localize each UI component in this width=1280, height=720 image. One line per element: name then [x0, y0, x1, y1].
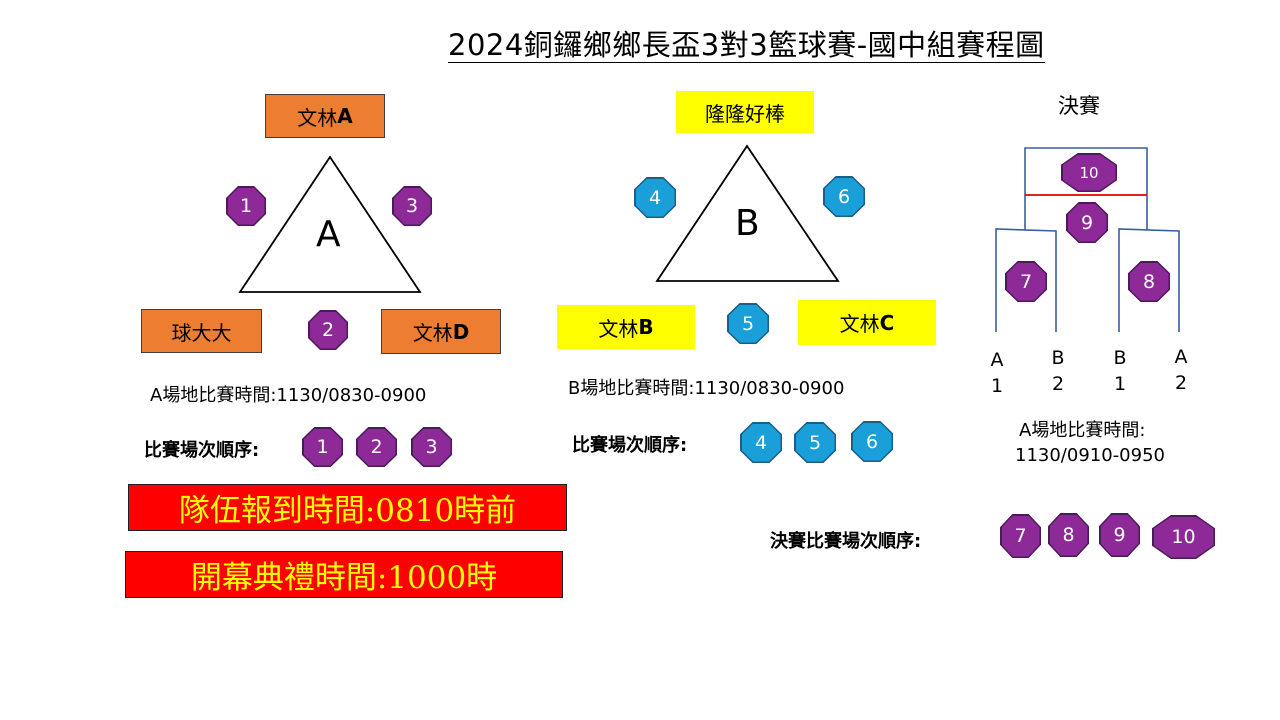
game-5-badge: 5 [727, 303, 769, 344]
order-a-2-badge: 2 [356, 427, 397, 467]
order-final-10-badge: 10 [1152, 515, 1215, 559]
group-a-label: A [316, 214, 341, 255]
team-b-top: 隆隆好棒 [676, 91, 814, 133]
team-name: 文林 [839, 312, 880, 336]
group-a-triangle [238, 155, 422, 293]
bracket-left-semi [995, 228, 1057, 332]
order-b-5-badge: 5 [794, 422, 836, 463]
game-10-badge: 10 [1061, 153, 1117, 192]
checkin-notice: 隊伍報到時間:0810時前 [128, 484, 567, 531]
opening-notice: 開幕典禮時間:1000時 [125, 551, 563, 598]
order-b-4-badge: 4 [740, 422, 782, 463]
final-schedule-line2: 1130/0910-0950 [1015, 445, 1165, 466]
final-schedule-line1: A場地比賽時間: [1019, 420, 1146, 441]
game-8-badge: 8 [1128, 261, 1170, 302]
order-final-9-badge: 9 [1099, 513, 1140, 557]
group-b-label: B [735, 203, 760, 244]
final-bracket [995, 147, 1180, 332]
game-7-badge: 7 [1005, 261, 1047, 302]
order-final-8-badge: 8 [1048, 513, 1089, 557]
team-name: 文林 [412, 321, 453, 345]
game-2-badge: 2 [308, 310, 348, 350]
order-b-6-badge: 6 [851, 421, 893, 462]
game-4-badge: 4 [634, 177, 676, 218]
team-suffix: D [452, 319, 470, 344]
game-1-badge: 1 [226, 186, 266, 226]
game-6-badge: 6 [823, 176, 865, 217]
bracket-final [1024, 147, 1148, 230]
game-3-badge: 3 [392, 186, 432, 226]
team-name: 文林 [598, 316, 639, 341]
bracket-right-semi [1118, 228, 1180, 332]
group-b-order-label: 比賽場次順序: [572, 435, 688, 456]
order-a-1-badge: 1 [302, 427, 343, 467]
game-9-badge: 9 [1066, 202, 1108, 243]
page-title: 2024銅鑼鄉鄉長盃3對3籃球賽-國中組賽程圖 [448, 28, 1045, 63]
team-suffix: B [638, 315, 654, 339]
group-a-schedule-time: A場地比賽時間:1130/0830-0900 [150, 385, 427, 406]
team-suffix: A [337, 104, 353, 128]
team-name: 球大大 [171, 320, 232, 345]
order-a-3-badge: 3 [411, 427, 452, 467]
final-order-label: 決賽比賽場次順序: [770, 531, 922, 552]
team-name: 文林 [297, 105, 338, 130]
group-b-schedule-time: B場地比賽時間:1130/0830-0900 [568, 378, 845, 399]
team-a-left: 球大大 [141, 309, 262, 353]
group-a-order-label: 比賽場次順序: [144, 440, 260, 461]
team-suffix: C [879, 310, 895, 335]
group-b-triangle [655, 144, 840, 282]
order-final-7-badge: 7 [1000, 514, 1041, 558]
team-name: 隆隆好棒 [705, 101, 785, 126]
final-label: 決賽 [1058, 94, 1100, 118]
